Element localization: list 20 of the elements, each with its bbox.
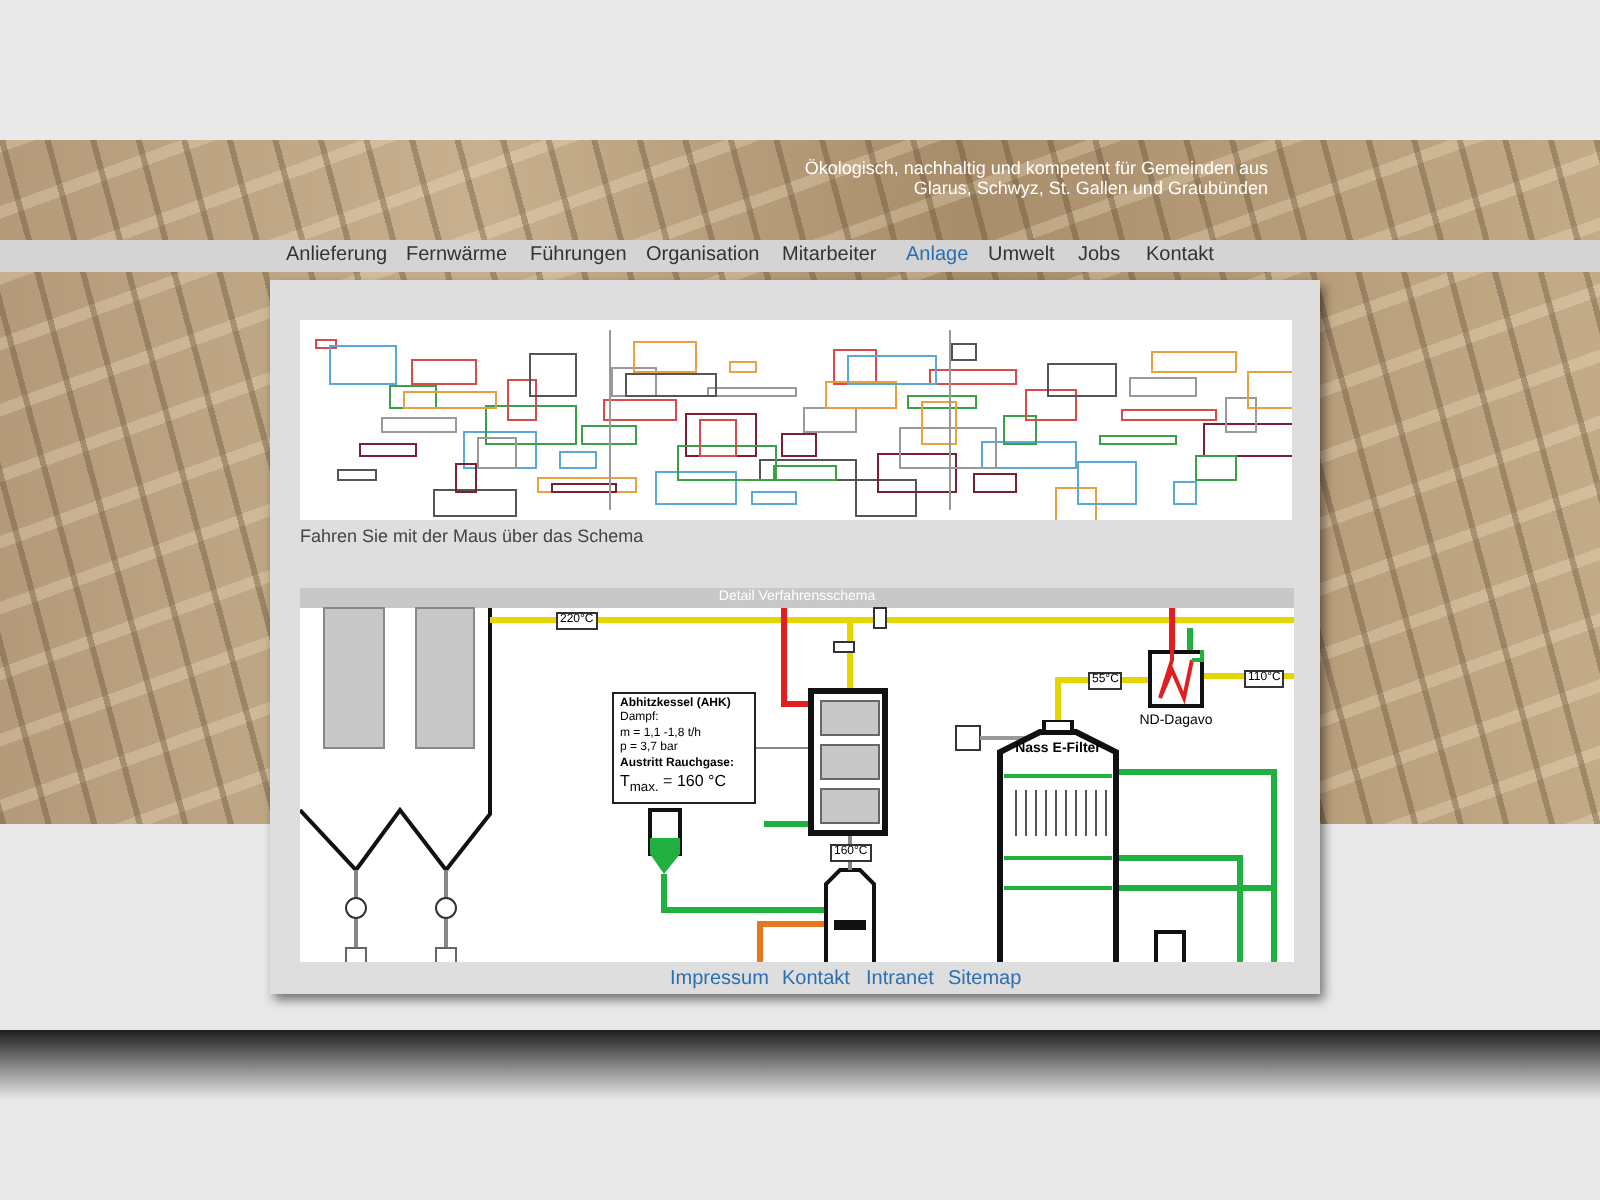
nav-link: Anlage (906, 244, 969, 266)
info-text: T$_{max.}$ = 160 °C (620, 772, 728, 798)
nav-link: Umwelt (988, 244, 1055, 266)
nav-link: Organisation (646, 244, 760, 266)
tagline: Ökologisch, nachhaltig und kompetent für Gemeinden aus Glarus, Schwyz, St. Gallen und Graubünden (802, 158, 1268, 198)
info-box (612, 692, 756, 804)
nav-link: Mitarbeiter (782, 244, 877, 266)
leader-line (755, 747, 809, 749)
boiler-vessel (808, 688, 888, 836)
footer-link: Intranet (866, 968, 934, 990)
nav-link: Jobs (1078, 244, 1121, 266)
nav-link: Fernwärme (406, 244, 508, 266)
footer-link: Kontakt (782, 968, 850, 990)
filter-vessel (996, 720, 1120, 962)
nav-link: Kontakt (1146, 244, 1214, 266)
nav-link: Führungen (530, 244, 627, 266)
caption: Fahren Sie mit der Maus über das Schema (300, 526, 644, 546)
footer-link: Impressum (670, 968, 769, 990)
footer-link: Sitemap (948, 968, 1022, 990)
nav-link: Anlieferung (286, 244, 388, 266)
